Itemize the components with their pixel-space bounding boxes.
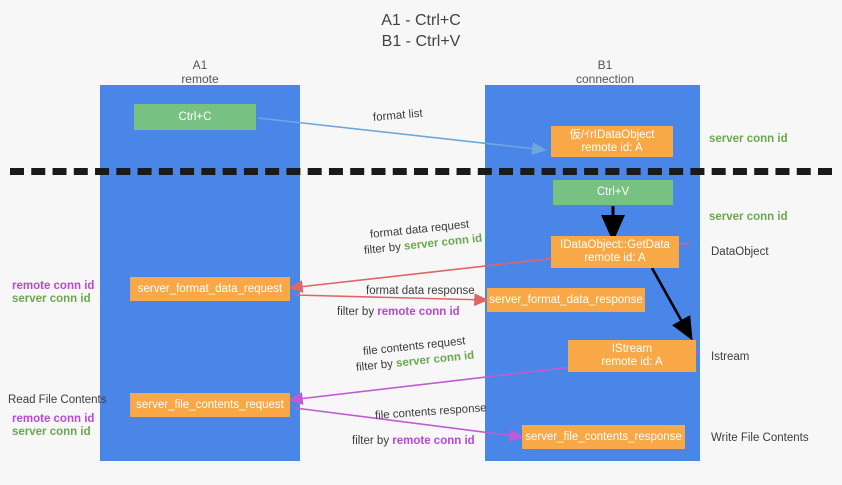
box-server-format-data-request[interactable]: server_format_data_request (130, 277, 290, 301)
lane-b1-name: B1 (597, 58, 613, 72)
label-right-write-file-contents: Write File Contents (711, 432, 809, 444)
box-server-file-contents-request-label: server_file_contents_request (136, 398, 284, 411)
caption-format-data-response-filter: filter by remote conn id (337, 305, 460, 319)
box-istream[interactable]: IStream remote id: A (568, 340, 696, 372)
box-istream-line1: IStream (611, 343, 653, 355)
label-left-remote-conn-id-2: remote conn id (12, 413, 95, 425)
box-getdata-line2: remote id: A (584, 252, 646, 264)
caption-fdres-filter-prefix: filter by (337, 306, 378, 318)
arrow-format-data-response (294, 293, 489, 307)
box-idataobject-line1: 仮/ｲrIDataObject (569, 128, 655, 141)
arrow-getdata-to-istream (650, 267, 693, 341)
lane-a1-name: A1 (192, 58, 208, 72)
label-left-read-file-contents: Read File Contents (8, 394, 107, 406)
arrow-format-list (257, 117, 547, 155)
caption-format-data-response: format data response (366, 285, 475, 297)
title-line-2: B1 - Ctrl+V (381, 33, 461, 50)
box-idataobject-formatlist[interactable]: 仮/ｲrIDataObject remote id: A (551, 126, 673, 157)
lane-header-a1: A1 remote (140, 58, 260, 86)
label-right-dataobject: DataObject (711, 246, 769, 258)
lane-a1-sub: remote (181, 72, 219, 86)
lane-header-b1: B1 connection (535, 58, 675, 86)
box-idataobject-line2: remote id: A (581, 141, 643, 154)
label-left-server-conn-id-2: server conn id (12, 426, 91, 438)
box-server-format-data-response[interactable]: server_format_data_response (487, 288, 645, 312)
box-getdata-line1: IDataObject::GetData (560, 239, 670, 251)
box-istream-line2: remote id: A (601, 356, 663, 368)
box-ctrl-v-label: Ctrl+V (596, 186, 630, 198)
box-server-format-data-response-label: server_format_data_response (489, 293, 643, 306)
box-getdata[interactable]: IDataObject::GetData remote id: A (551, 236, 679, 268)
lane-b1-sub: connection (575, 72, 635, 86)
label-right-server-conn-id-top: server conn id (709, 133, 788, 145)
box-ctrl-c[interactable]: Ctrl+C (134, 104, 256, 130)
page-title: A1 - Ctrl+C B1 - Ctrl+V (0, 10, 842, 52)
box-server-file-contents-request[interactable]: server_file_contents_request (130, 393, 290, 417)
caption-fcres-filter-prefix: filter by (352, 435, 393, 447)
phase-divider (10, 168, 832, 175)
caption-fdres-filter-value: remote conn id (377, 306, 460, 318)
caption-fcres-filter-value: remote conn id (392, 435, 475, 447)
box-ctrl-c-label: Ctrl+C (178, 110, 212, 123)
label-right-server-conn-id-mid: server conn id (709, 211, 788, 223)
label-right-istream: Istream (711, 351, 750, 363)
arrow-file-contents-response (294, 407, 524, 442)
box-server-file-contents-response[interactable]: server_file_contents_response (522, 425, 685, 449)
box-server-format-data-request-label: server_format_data_request (137, 282, 283, 295)
box-server-file-contents-response-label: server_file_contents_response (525, 430, 682, 443)
title-line-1: A1 - Ctrl+C (381, 12, 461, 29)
label-left-remote-conn-id-1: remote conn id (12, 280, 95, 292)
box-ctrl-v[interactable]: Ctrl+V (553, 180, 673, 205)
caption-file-contents-response-filter: filter by remote conn id (352, 434, 475, 448)
label-left-server-conn-id-1: server conn id (12, 293, 91, 305)
